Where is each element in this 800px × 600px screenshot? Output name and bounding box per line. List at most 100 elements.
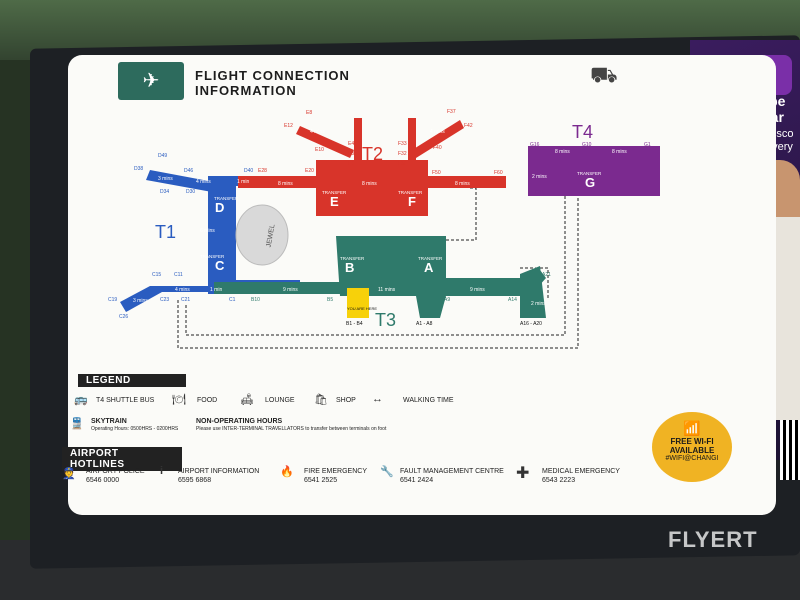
title-line-2: INFORMATION [195,83,297,98]
gate-d40: D40 [244,168,253,174]
skytrain-route-inner [185,185,566,336]
time-t3-mid: 11 mins [378,287,396,293]
time-t2-left: 8 mins [278,181,293,187]
time-t2-mid: 8 mins [362,181,377,187]
gate-c11: C11 [174,272,183,278]
plane-connection-icon: ✈ [118,62,184,100]
shuttle-bus-icon: 🚌 [74,394,88,406]
food-icon: 🍽 [172,394,186,406]
pier-a: A [424,260,434,275]
hotline-info-number: 6595 6868 [178,477,212,484]
t2-pier-e-arm [296,126,354,158]
t2-pier-f-arm [412,120,464,158]
hotline-fire: FIRE EMERGENCY 6541 2525 [304,467,367,485]
gate-g21: G21 [535,190,545,196]
wifi-tag: #WIFI@CHANGI [665,455,719,462]
wrench-icon: 🔧 [380,466,394,478]
t3-concourse [214,282,534,294]
time-t3-right: 9 mins [470,287,485,293]
police-cap-icon: 👮 [62,468,76,480]
skytrain-icon: 🚆 [70,418,84,430]
time-g-side: 2 mins [532,174,547,180]
t2-pier-e-stem [354,118,362,160]
hotline-fire-label: FIRE EMERGENCY [304,468,368,475]
time-t1-diag-top: 3 mins [158,176,173,182]
t4-left-block [528,146,554,192]
hotline-medical: MEDICAL EMERGENCY 6543 2223 [542,467,620,485]
you-are-here-text: YOU ARE HERE [347,306,377,311]
transfer-e: TRANSFER [322,190,347,195]
gate-e10: E10 [315,147,324,153]
lounge-icon: 🛋 [240,394,254,406]
gate-a1-a8: A1 - A8 [416,321,433,327]
gate-c1: C1 [229,297,236,303]
legend-skytrain: SKYTRAIN [91,418,127,425]
transfer-f: TRANSFER [398,190,423,195]
t1-pier-d-arm [146,170,214,192]
time-f-arm: 4 mins [430,129,445,135]
wifi-icon: 📶 [683,420,701,436]
transfer-b: TRANSFER [340,256,365,261]
transfer-a: TRANSFER [418,256,443,261]
gate-a21: A21 [542,272,551,278]
legend-shop: SHOP [336,397,356,404]
legend-lounge: LOUNGE [265,397,295,404]
hotline-medical-number: 6543 2223 [542,477,576,484]
gate-c15: C15 [152,272,161,278]
gate-e8: E8 [306,110,312,116]
hotline-medical-label: MEDICAL EMERGENCY [542,468,620,475]
gate-c21: C21 [181,297,190,303]
gate-f33: F33 [398,141,407,147]
gate-e20: E20 [305,168,314,174]
gate-e28: E28 [258,168,267,174]
legend-shuttle: T4 SHUTTLE BUS [96,397,155,404]
time-e-arm: 4 mins [310,129,325,135]
gate-e1: E1 [348,161,354,167]
hotline-police-label: AIRPORT POLICE [86,468,145,475]
hotline-police-number: 6546 0000 [86,477,120,484]
skytrain-route-t3-t4 [520,267,549,300]
terminal-3 [214,236,546,318]
label-t1: T1 [155,222,176,242]
gate-f37: F37 [447,109,456,115]
hotline-police: AIRPORT POLICE 6546 0000 [86,467,144,485]
gate-a16-a20: A16 - A20 [520,321,542,327]
terminal-2 [238,118,506,216]
gate-f30: F30 [398,161,407,167]
transfer-d: TRANSFER [214,196,239,201]
gate-c26: C26 [119,314,128,320]
time-t1-diag-left: 3 mins [133,298,148,304]
wifi-badge: 📶 FREE WI-FI AVAILABLE #WIFI@CHANGI [652,412,732,482]
gate-a14: A14 [508,297,517,303]
time-t1-d-top: 1 min [237,179,249,185]
fire-icon: 🔥 [280,466,294,478]
time-d-side: 6 mins [200,228,215,234]
shop-icon: 🛍 [314,394,328,406]
terminal-1 [120,170,300,312]
time-t4-right: 8 mins [612,149,627,155]
gate-e4: E4 [348,141,354,147]
pier-d: D [215,200,224,215]
jewel-building [235,204,289,266]
walking-arrow-icon: ↔ [372,393,383,405]
label-t3: T3 [375,310,396,330]
time-t4-left: 8 mins [555,149,570,155]
wifi-line-1: FREE WI-FI [670,437,714,446]
gate-f32: F32 [398,151,407,157]
gate-c23: C23 [160,297,169,303]
hotline-fire-number: 6541 2525 [304,477,338,484]
t3-building [336,236,546,318]
legend-skytrain-hours: Operating Hours: 0500HRS - 0200HRS [91,426,179,432]
gate-c19: C19 [108,297,117,303]
pier-b: B [345,260,354,275]
pier-e: E [330,194,339,209]
legend-walking: WALKING TIME [403,397,454,404]
t3-pier-right [520,266,546,318]
hotline-fault: FAULT MANAGEMENT CENTRE 6541 2424 [400,467,504,485]
gate-e12: E12 [284,123,293,129]
qr-code [780,420,800,480]
label-t2: T2 [362,144,383,164]
gate-d34: D34 [160,189,169,195]
hotline-info-label: AIRPORT INFORMATION [178,468,260,475]
